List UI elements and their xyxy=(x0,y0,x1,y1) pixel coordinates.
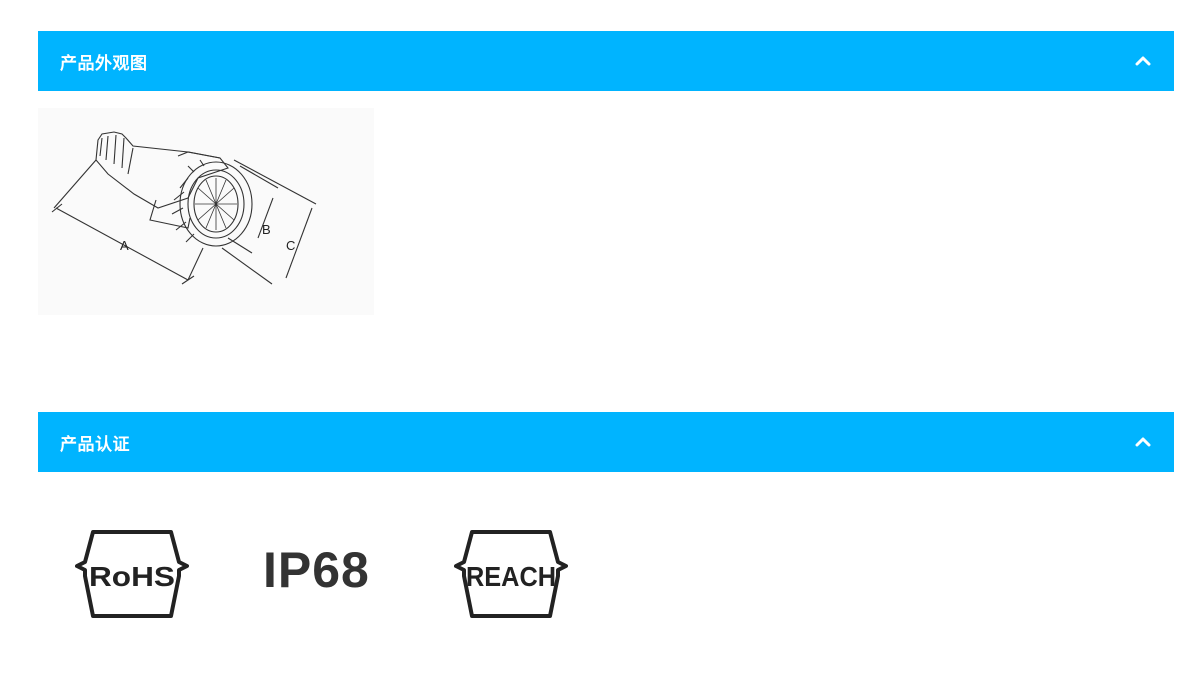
chevron-up-icon[interactable] xyxy=(1134,52,1152,70)
rohs-badge: RoHS xyxy=(75,528,189,624)
ip68-badge: IP68 xyxy=(263,545,370,595)
dimension-label-b: B xyxy=(262,222,271,237)
reach-label: REACH xyxy=(466,561,556,592)
rohs-label: RoHS xyxy=(89,561,175,592)
reach-badge: REACH xyxy=(454,528,568,624)
section-title-certification: 产品认证 xyxy=(60,434,130,455)
product-appearance-drawing: A B C xyxy=(38,108,374,315)
chevron-up-icon[interactable] xyxy=(1134,433,1152,451)
dimension-label-a: A xyxy=(120,238,129,253)
section-header-certification[interactable]: 产品认证 xyxy=(38,412,1174,472)
section-header-appearance[interactable]: 产品外观图 xyxy=(38,31,1174,91)
dimension-label-c: C xyxy=(286,238,295,253)
ip68-label: IP68 xyxy=(263,542,370,598)
section-title-appearance: 产品外观图 xyxy=(60,53,148,74)
